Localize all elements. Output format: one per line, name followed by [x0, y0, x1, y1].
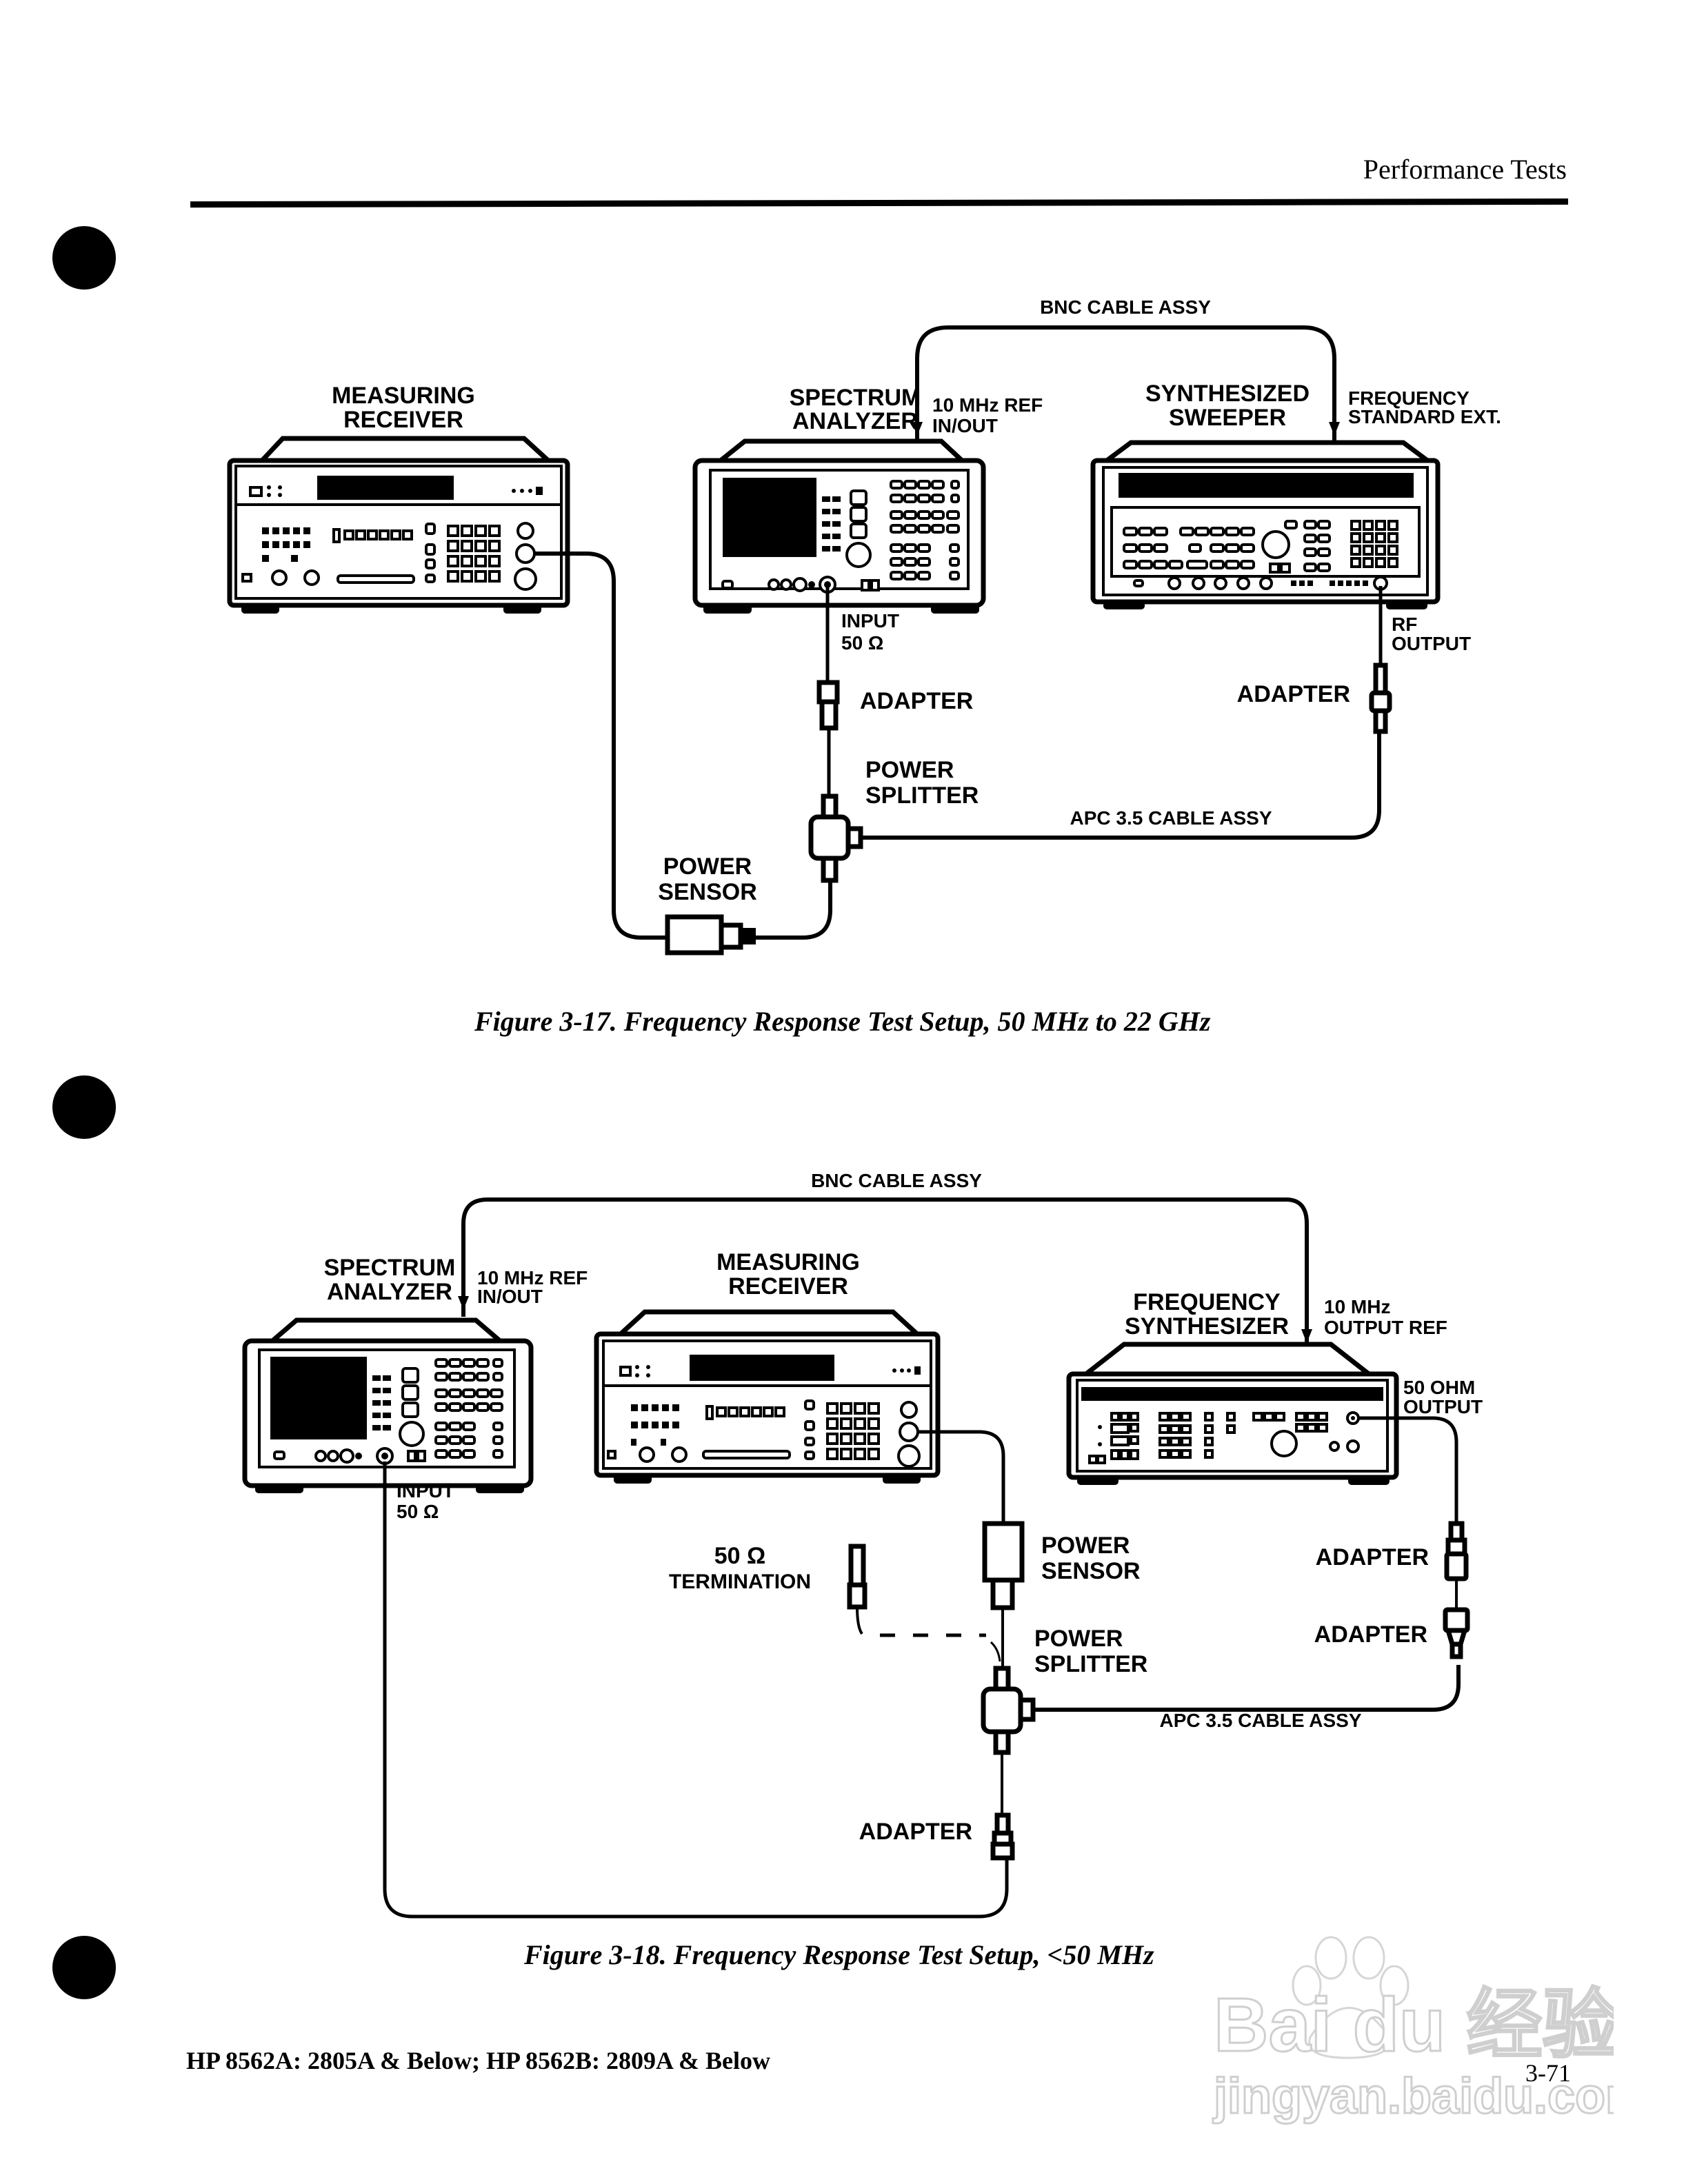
- component-label: SENSOR: [658, 879, 757, 905]
- adapter-icon: [1443, 1607, 1470, 1659]
- adapter-icon: [1444, 1521, 1469, 1581]
- bnc-cable-label: BNC CABLE ASSY: [811, 1170, 982, 1191]
- synthesizer-output-cable: [1358, 1416, 1458, 1524]
- spectrum-analyzer-instrument: SPECTRUM ANALYZER 10 MHz REF IN/OUT: [692, 385, 1043, 614]
- adapter-icon: [1369, 663, 1392, 734]
- apc-cable: [861, 731, 1381, 840]
- port-label: OUTPUT: [1403, 1396, 1483, 1417]
- arrow-down-icon: [912, 422, 923, 436]
- apc-cable-label: APC 3.5 CABLE ASSY: [1070, 807, 1272, 829]
- measuring-receiver-instrument: MEASURING RECEIVER: [594, 1249, 941, 1484]
- port-label: 10 MHz: [1324, 1296, 1390, 1317]
- port-label: OUTPUT: [1392, 633, 1471, 654]
- power-splitter-icon: [981, 1666, 1036, 1755]
- component-label: SPLITTER: [865, 782, 979, 809]
- measuring-receiver-instrument: MEASURING RECEIVER: [227, 383, 570, 614]
- section-title: Performance Tests: [1363, 154, 1567, 185]
- watermark-brand: Bai du 经验: [1214, 1983, 1614, 2067]
- termination-lead: [856, 1606, 863, 1635]
- sensor-cable: [534, 552, 668, 940]
- instrument-label: SYNTHESIZED: [1145, 381, 1310, 407]
- instrument-label: RECEIVER: [728, 1273, 848, 1300]
- figure-3-18-diagram: BNC CABLE ASSY SPECTRUM ANALYZER 10 MHz …: [242, 1170, 1483, 1919]
- component-label: POWER: [865, 757, 954, 783]
- port-label: 50 Ω: [397, 1501, 439, 1522]
- instrument-label: SYNTHESIZER: [1125, 1313, 1289, 1339]
- port-label: 10 MHz REF: [477, 1267, 588, 1288]
- figure-3-17-caption: Figure 3-17. Frequency Response Test Set…: [474, 1006, 1211, 1037]
- arrow-down-icon: [1301, 1329, 1312, 1343]
- component-label: SPLITTER: [1034, 1651, 1147, 1677]
- port-label: 50 Ω: [841, 632, 883, 654]
- port-label: INPUT: [841, 610, 899, 631]
- instrument-label: ANALYZER: [327, 1279, 452, 1305]
- power-sensor-icon: [665, 914, 756, 956]
- binder-hole-top: [52, 226, 116, 290]
- instrument-label: SWEEPER: [1169, 405, 1286, 431]
- instrument-label: RECEIVER: [343, 407, 463, 433]
- arrow-down-icon: [1329, 422, 1340, 436]
- port-label: INPUT: [397, 1480, 454, 1502]
- splitter-to-sensor-cable: [756, 880, 832, 940]
- bnc-cable: [461, 1197, 1309, 1372]
- adapter-icon: [816, 680, 840, 731]
- figure-3-17-diagram: BNC CABLE ASSY MEASURING RECEIVER: [227, 296, 1501, 956]
- instrument-label: FREQUENCY: [1133, 1289, 1281, 1315]
- termination-icon: [847, 1544, 867, 1610]
- apc-cable-label: APC 3.5 CABLE ASSY: [1159, 1710, 1361, 1731]
- adapter-icon: [990, 1812, 1015, 1861]
- instrument-label: SPECTRUM: [324, 1255, 456, 1281]
- figure-3-18-caption: Figure 3-18. Frequency Response Test Set…: [524, 1939, 1154, 1970]
- component-label: SENSOR: [1041, 1558, 1141, 1584]
- port-label: IN/OUT: [932, 415, 998, 436]
- port-label: 10 MHz REF: [932, 394, 1043, 416]
- component-label: ADAPTER: [1314, 1621, 1427, 1648]
- binder-hole-bottom: [52, 1936, 116, 1999]
- dashed-lead: [990, 1641, 1001, 1662]
- component-label: POWER: [1041, 1533, 1130, 1559]
- receiver-to-sensor-cable: [917, 1430, 1005, 1524]
- paw-icon: [1292, 1936, 1410, 2059]
- component-label: TERMINATION: [669, 1570, 811, 1593]
- port-label: OUTPUT REF: [1324, 1317, 1447, 1338]
- component-label: POWER: [1034, 1626, 1123, 1652]
- power-splitter-icon: [808, 793, 863, 883]
- apc-cable: [1033, 1665, 1461, 1712]
- page-number: 3-71: [1525, 2059, 1571, 2087]
- component-label: ADAPTER: [1316, 1544, 1429, 1570]
- port-label: FREQUENCY: [1348, 387, 1470, 409]
- binder-hole-middle: [52, 1075, 116, 1139]
- bnc-cable-label: BNC CABLE ASSY: [1040, 296, 1211, 318]
- port-label: IN/OUT: [477, 1286, 543, 1307]
- footer-model-info: HP 8562A: 2805A & Below; HP 8562B: 2809A…: [186, 2047, 770, 2074]
- arrow-down-icon: [458, 1296, 469, 1310]
- port-label: STANDARD EXT.: [1348, 406, 1501, 427]
- instrument-label: ANALYZER: [792, 408, 918, 434]
- instrument-label: MEASURING: [332, 383, 475, 409]
- instrument-label: SPECTRUM: [790, 385, 921, 411]
- component-label: ADAPTER: [1237, 681, 1350, 707]
- component-label: 50 Ω: [714, 1543, 766, 1569]
- component-label: ADAPTER: [860, 688, 973, 714]
- port-label: RF: [1392, 614, 1417, 635]
- baidu-watermark: Bai du 经验 jingyan.baidu.com: [1212, 1936, 1614, 2125]
- component-label: POWER: [663, 853, 752, 880]
- bnc-cable: [915, 325, 1336, 441]
- spectrum-analyzer-instrument: SPECTRUM ANALYZER 10 MHz REF IN/OUT: [242, 1255, 588, 1493]
- power-sensor-icon: [982, 1521, 1025, 1610]
- component-label: ADAPTER: [859, 1819, 972, 1845]
- instrument-label: MEASURING: [716, 1249, 860, 1275]
- analyzer-input-cable: [383, 1462, 1009, 1919]
- watermark-url: jingyan.baidu.com: [1212, 2069, 1614, 2124]
- port-label: 50 OHM: [1403, 1377, 1475, 1398]
- frequency-synthesizer-instrument: FREQUENCY SYNTHESIZER 10 MHz OUTPUT REF …: [1066, 1289, 1483, 1485]
- synthesized-sweeper-instrument: SYNTHESIZED SWEEPER FREQUENCY STANDARD E…: [1090, 381, 1501, 609]
